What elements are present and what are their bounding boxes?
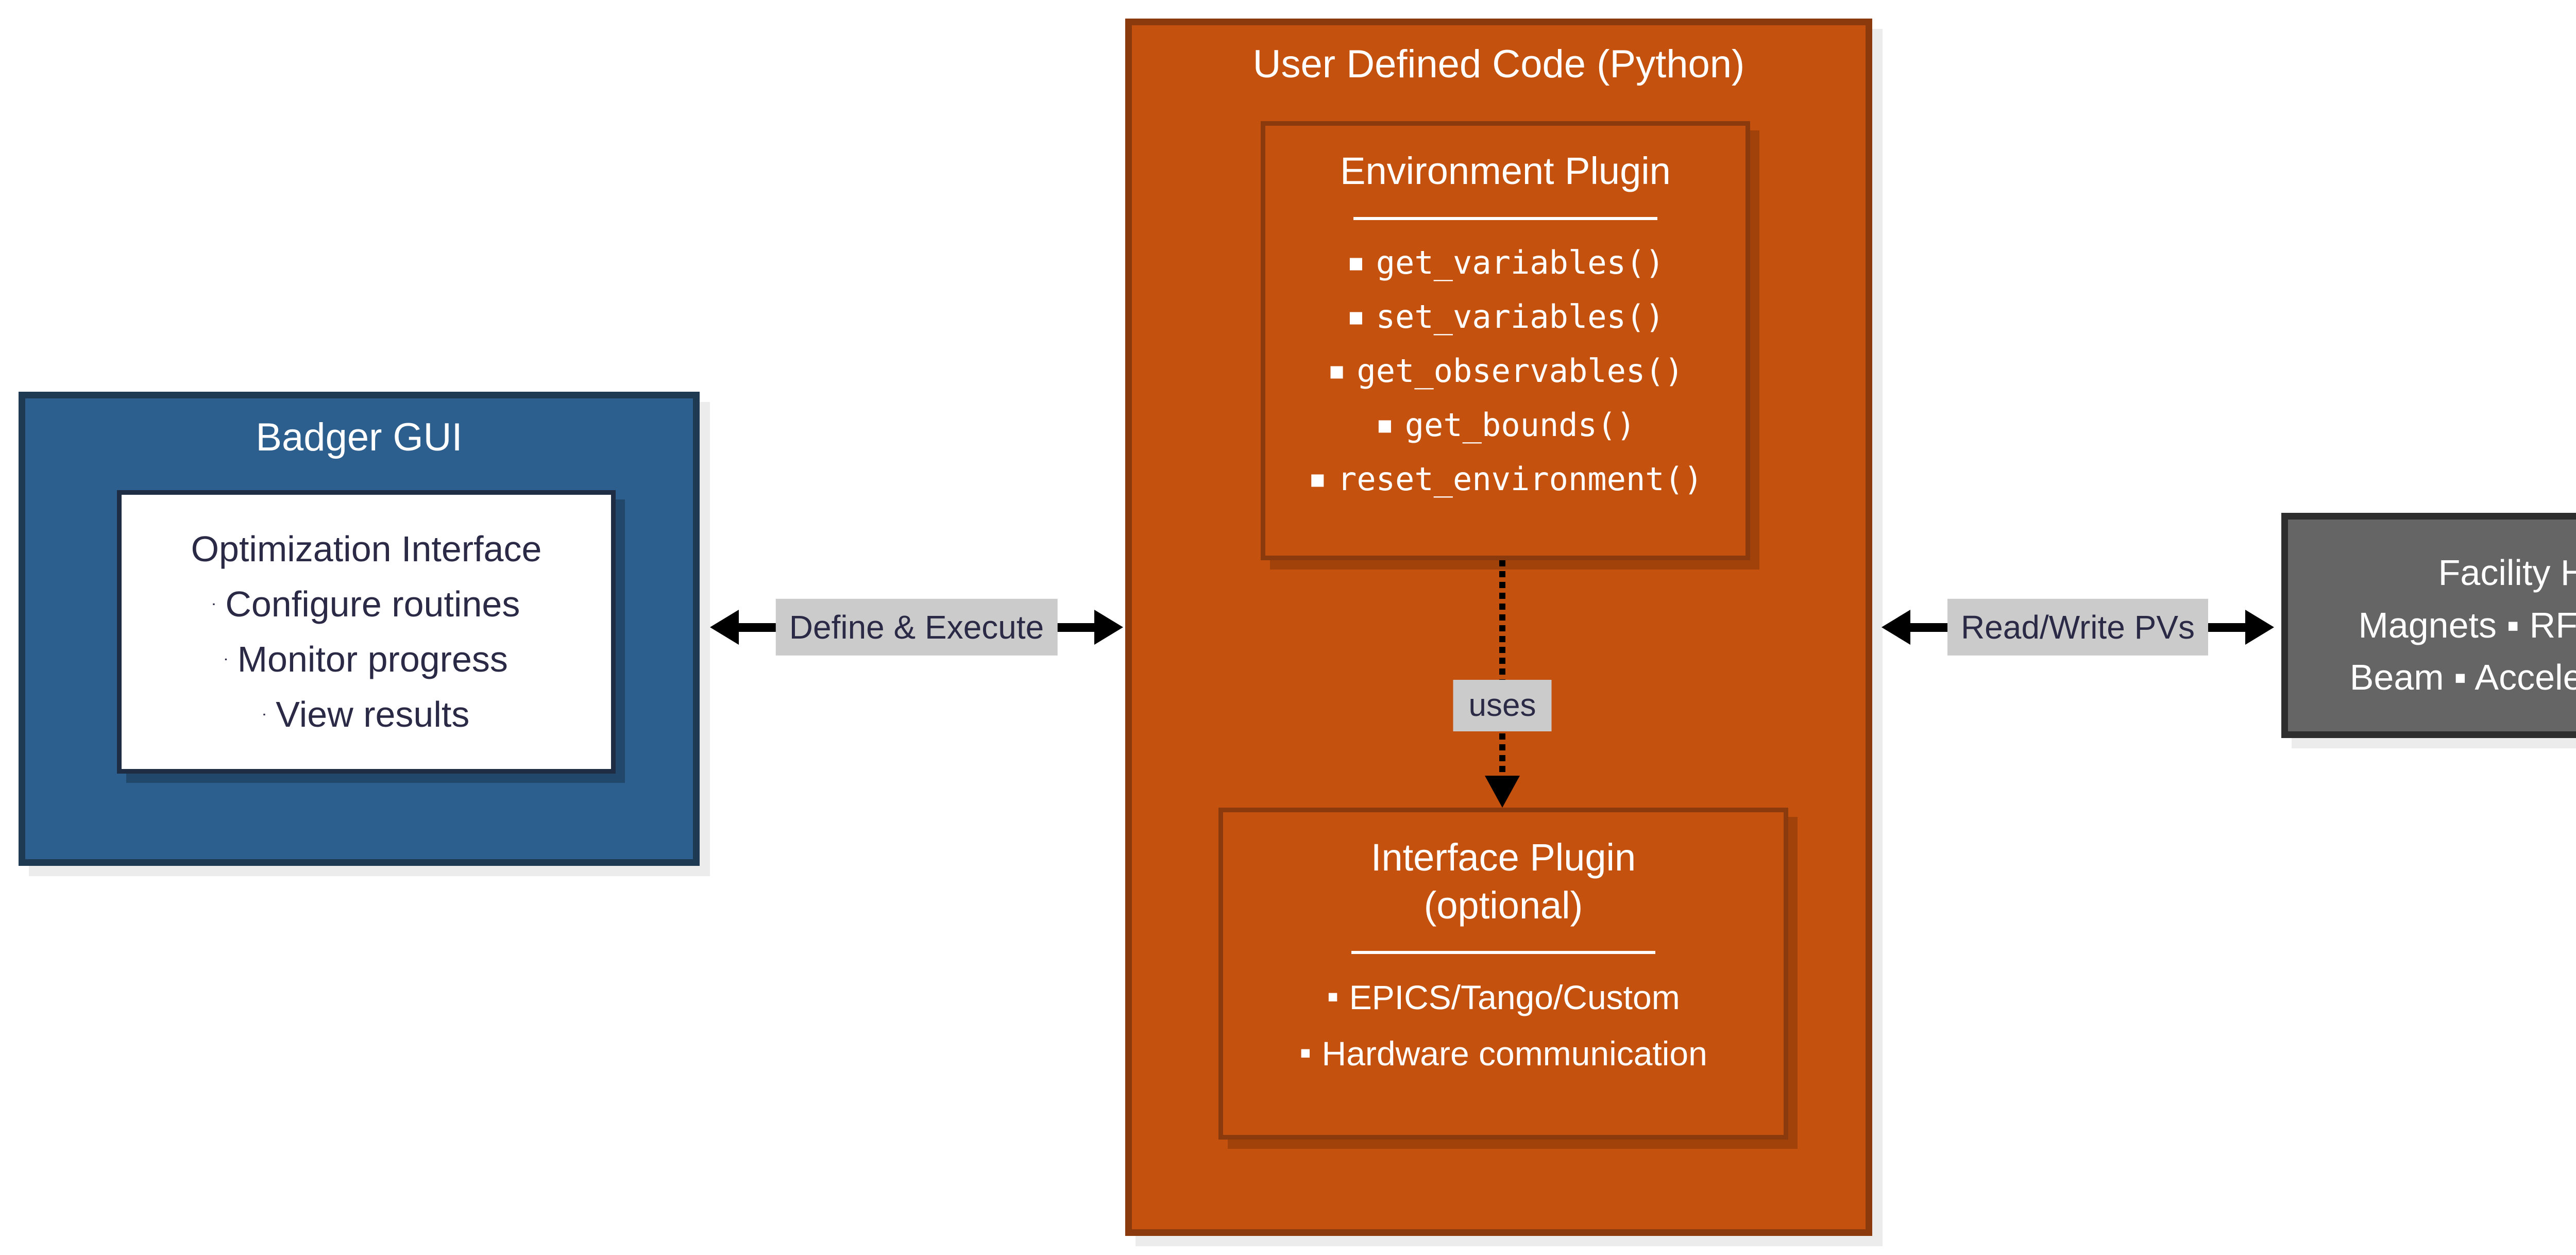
interface-plugin-box: Interface Plugin (optional) ▪ EPICS/Tang… xyxy=(1218,808,1788,1140)
divider xyxy=(1351,951,1655,954)
bullet-icon: ▪ xyxy=(1346,296,1366,334)
interface-item-label: Hardware communication xyxy=(1321,1034,1707,1073)
panel-item-row: ▪ View results xyxy=(263,695,470,734)
method-item-row: ▪ get_observables() xyxy=(1327,350,1684,390)
read-write-pvs-arrow: Read/Write PVs xyxy=(1882,598,2274,656)
badger-gui-title: Badger GUI xyxy=(256,415,463,459)
read-write-pvs-label: Read/Write PVs xyxy=(1947,598,2209,656)
method-item-row: ▪ get_bounds() xyxy=(1375,405,1636,444)
user-defined-code-box: User Defined Code (Python) Environment P… xyxy=(1125,19,1872,1236)
bullet-icon: ▪ xyxy=(1299,1033,1312,1072)
panel-item-row: ▪ Configure routines xyxy=(213,584,520,624)
bullet-icon: ▪ xyxy=(1327,977,1339,1015)
panel-item-label: Configure routines xyxy=(225,584,520,624)
method-item-label: reset_environment() xyxy=(1337,460,1703,498)
method-item-label: get_bounds() xyxy=(1404,406,1636,444)
method-item-row: ▪ set_variables() xyxy=(1346,296,1665,336)
environment-plugin-method-list: ▪ get_variables() ▪ set_variables() ▪ ge… xyxy=(1308,242,1703,498)
arrowhead-left-icon xyxy=(710,610,739,645)
arrowhead-down-icon xyxy=(1485,776,1520,808)
arrowhead-right-icon xyxy=(2245,610,2274,645)
environment-plugin-title: Environment Plugin xyxy=(1340,149,1671,192)
bullet-icon: ▪ xyxy=(1327,350,1347,389)
bullet-icon: ▪ xyxy=(1346,242,1366,280)
method-item-row: ▪ reset_environment() xyxy=(1308,459,1703,498)
dotted-line xyxy=(1499,560,1505,779)
facility-hardware-line: Beam ▪ Accelerator Systems xyxy=(2349,657,2576,698)
arrowhead-right-icon xyxy=(1094,610,1123,645)
panel-item-label: Monitor progress xyxy=(237,639,508,679)
define-execute-label: Define & Execute xyxy=(775,598,1058,656)
method-item-label: get_variables() xyxy=(1376,243,1665,281)
arrowhead-left-icon xyxy=(1882,610,1910,645)
uses-arrow: uses xyxy=(1453,560,1552,808)
define-execute-arrow-shaft: Define & Execute xyxy=(739,598,1094,656)
facility-hardware-line: Magnets ▪ RF ▪ Diagnostics xyxy=(2358,605,2576,645)
bullet-icon: ▪ xyxy=(212,600,215,608)
divider xyxy=(1353,216,1657,220)
bullet-icon: ▪ xyxy=(1308,459,1328,497)
environment-plugin-box: Environment Plugin ▪ get_variables() ▪ s… xyxy=(1261,121,1750,560)
interface-item-row: ▪ EPICS/Tango/Custom xyxy=(1327,977,1680,1016)
bullet-icon: ▪ xyxy=(225,655,227,663)
interface-plugin-item-list: ▪ EPICS/Tango/Custom ▪ Hardware communic… xyxy=(1299,977,1707,1073)
interface-plugin-title: Interface Plugin xyxy=(1370,836,1636,879)
read-write-pvs-arrow-shaft: Read/Write PVs xyxy=(1910,598,2245,656)
bullet-icon: ▪ xyxy=(1375,405,1395,443)
method-item-label: set_variables() xyxy=(1376,297,1665,336)
panel-item-row: ▪ Monitor progress xyxy=(225,640,508,679)
uses-label: uses xyxy=(1453,680,1552,732)
interface-item-label: EPICS/Tango/Custom xyxy=(1349,978,1680,1016)
define-execute-arrow: Define & Execute xyxy=(710,598,1123,656)
interface-plugin-subtitle: (optional) xyxy=(1423,883,1583,927)
badger-gui-box: Badger GUI Optimization Interface ▪ Conf… xyxy=(19,392,700,866)
bullet-icon: ▪ xyxy=(263,710,266,718)
method-item-row: ▪ get_variables() xyxy=(1346,242,1665,281)
panel-item-label: View results xyxy=(276,694,470,734)
facility-hardware-title: Facility Hardware xyxy=(2438,553,2576,593)
optimization-panel-heading: Optimization Interface xyxy=(191,529,542,569)
optimization-interface-panel: Optimization Interface ▪ Configure routi… xyxy=(117,490,616,774)
user-defined-code-title: User Defined Code (Python) xyxy=(1252,42,1745,86)
method-item-label: get_observables() xyxy=(1357,352,1684,390)
interface-item-row: ▪ Hardware communication xyxy=(1299,1033,1707,1073)
facility-hardware-box: Facility Hardware Magnets ▪ RF ▪ Diagnos… xyxy=(2281,513,2576,738)
